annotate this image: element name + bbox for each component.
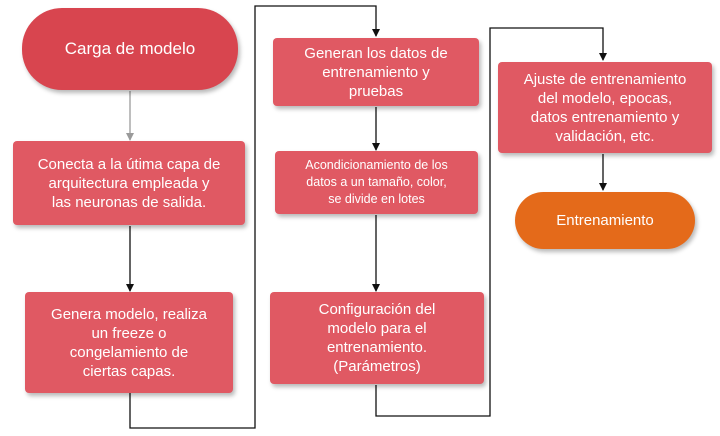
node-configuracion: Configuración del modelo para el entrena… [270, 292, 484, 384]
node-carga-modelo: Carga de modelo [22, 8, 238, 90]
node-configuracion-label: Configuración del modelo para el entrena… [318, 301, 436, 375]
node-carga-modelo-label: Carga de modelo [64, 39, 196, 58]
node-ajuste-entrenamiento-label: Ajuste de entrenamiento del modelo, epoc… [523, 70, 687, 145]
node-conecta-ultima-capa-label: Conecta a la útima capa de arquitectura … [37, 155, 221, 211]
node-entrenamiento: Entrenamiento [515, 192, 695, 249]
connector-configuracion-to-ajuste [375, 27, 607, 417]
node-acondicionamiento-label: Acondicionamiento de los datos a un tama… [305, 158, 448, 206]
node-ajuste-entrenamiento: Ajuste de entrenamiento del modelo, epoc… [498, 62, 712, 153]
connector-genera-to-generan [129, 5, 380, 429]
node-generan-datos: Generan los datos de entrenamiento y pru… [273, 38, 479, 106]
node-conecta-ultima-capa: Conecta a la útima capa de arquitectura … [13, 141, 245, 225]
node-genera-modelo: Genera modelo, realiza un freeze o conge… [25, 292, 233, 393]
node-generan-datos-label: Generan los datos de entrenamiento y pru… [304, 44, 448, 100]
node-genera-modelo-label: Genera modelo, realiza un freeze o conge… [51, 305, 207, 380]
node-entrenamiento-label: Entrenamiento [556, 212, 654, 229]
node-acondicionamiento: Acondicionamiento de los datos a un tama… [275, 151, 478, 214]
